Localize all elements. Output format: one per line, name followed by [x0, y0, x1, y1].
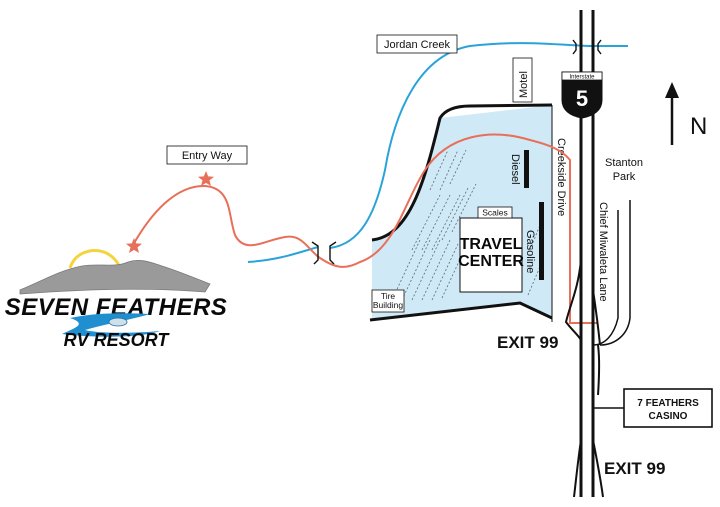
north-arrow-icon	[665, 82, 679, 145]
scales-label: Scales	[482, 208, 508, 218]
scales-box	[477, 206, 513, 219]
diesel-island	[524, 150, 529, 188]
tire-building-label-2: Building	[373, 300, 404, 310]
star-icon	[198, 171, 214, 186]
fish-icon	[108, 317, 128, 327]
gasoline-island	[539, 202, 544, 280]
creekside-drive-label: Creekside Drive	[555, 138, 567, 216]
stanton-park-label-1: Stanton	[605, 157, 643, 169]
bridge-icon	[311, 241, 337, 265]
exit-ramps	[564, 259, 604, 498]
interstate-shield-icon: Interstate 5	[561, 71, 603, 119]
travel-center-building	[459, 217, 523, 293]
parking-hatching	[391, 149, 543, 301]
motel-box	[512, 57, 533, 103]
entry-route	[132, 133, 598, 324]
lot-upper-road	[371, 103, 553, 242]
logo-subtitle: RV RESORT	[64, 330, 171, 350]
chief-miwaleta-lane-road	[592, 210, 619, 346]
casino-label-1: 7 FEATHERS	[637, 398, 699, 409]
travel-center-label-1: TRAVEL	[460, 236, 523, 253]
interstate-word: Interstate	[569, 75, 595, 81]
jordan-creek-label: Jordan Creek	[384, 39, 451, 51]
motel-label: Motel	[518, 71, 530, 98]
river-logo-icon	[62, 313, 160, 337]
resort-star-icon	[126, 238, 142, 253]
north-label: N	[690, 113, 707, 140]
mountain-logo-icon	[19, 249, 211, 295]
jordan-creek-box	[376, 34, 458, 54]
interstate-number: 5	[576, 86, 588, 111]
creek-overpass	[572, 39, 602, 55]
stanton-park-road	[599, 200, 631, 346]
diesel-label: Diesel	[509, 154, 521, 185]
exit-99-label-south: EXIT 99	[604, 459, 665, 478]
jordan-creek	[247, 42, 628, 263]
exit-99-label-north: EXIT 99	[497, 333, 558, 352]
tire-building-label-1: Tire	[381, 291, 396, 301]
casino-label-2: CASINO	[649, 411, 688, 422]
casino-box	[623, 388, 713, 428]
entry-way-box	[166, 145, 248, 165]
entry-way-label: Entry Way	[182, 150, 233, 162]
chief-miwaleta-lane-label: Chief Miwaleta Lane	[597, 202, 609, 302]
tire-building	[371, 289, 405, 313]
stanton-park-label-2: Park	[613, 171, 636, 183]
travel-center-label-2: CENTER	[458, 253, 524, 270]
gasoline-label: Gasoline	[524, 230, 536, 273]
lot-lower-road	[369, 301, 553, 322]
